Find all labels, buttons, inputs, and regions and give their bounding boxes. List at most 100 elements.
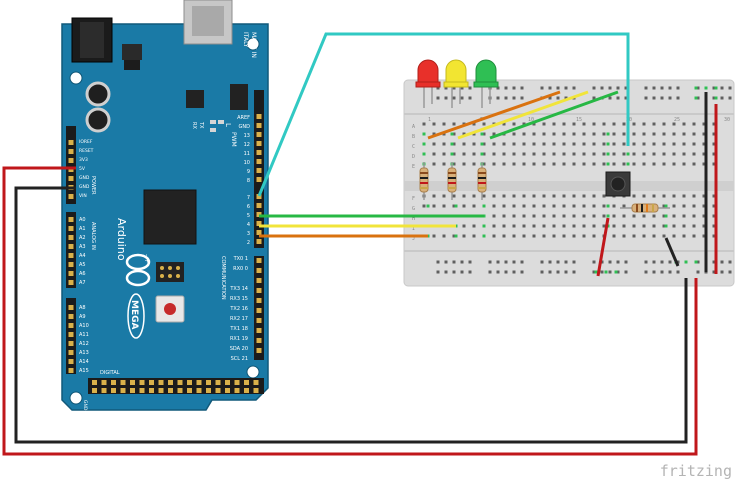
breadboard-hole: [512, 194, 516, 198]
header-pin: [256, 278, 262, 283]
breadboard-hole: [552, 214, 556, 218]
breadboard-hole: [482, 162, 486, 166]
resistor-1[interactable]: [419, 162, 429, 200]
red-led[interactable]: [415, 59, 441, 108]
wire-black-gnd[interactable]: [14, 186, 688, 444]
header-pin: [234, 380, 240, 385]
breadboard-hole: [612, 234, 616, 238]
breadboard-hole: [662, 234, 666, 238]
pwm-header-labels: AREF GND 13 12 11 10 9 8 7 6 5 4 3 2: [237, 115, 250, 246]
breadboard-hole: [612, 162, 616, 166]
breadboard-hole: [462, 194, 466, 198]
breadboard-hole: [632, 214, 636, 218]
header-pin: [256, 141, 262, 146]
rail-hole: [444, 270, 448, 274]
wire-red-5v[interactable]: [2, 166, 698, 456]
reset-button-cap[interactable]: [164, 303, 176, 315]
breadboard-hole: [622, 224, 626, 228]
jumper-red-rail[interactable]: [596, 217, 610, 277]
breadboard-hole: [472, 224, 476, 228]
breadboard-hole: [602, 132, 606, 136]
breadboard-hole: [542, 132, 546, 136]
tx-label: TX: [198, 121, 204, 129]
header-pin: [256, 318, 262, 323]
breadboard-hole: [442, 142, 446, 146]
digital-section-label: DIGITAL: [100, 370, 120, 376]
l-led: [218, 120, 224, 124]
resistor-4[interactable]: [620, 203, 670, 213]
jumper-green[interactable]: [489, 90, 619, 140]
breadboard-hole: [532, 214, 536, 218]
pin-label: 6: [247, 204, 250, 210]
usb-chip: [186, 90, 204, 108]
breadboard-hole: [512, 234, 516, 238]
voltage-regulator: [122, 44, 142, 60]
breadboard-hole: [662, 132, 666, 136]
pin-label: 9: [247, 169, 250, 175]
breadboard-hole: [682, 122, 686, 126]
resistor-3[interactable]: [477, 162, 487, 200]
breadboard-hole: [492, 162, 496, 166]
communication-section-label: COMMUNICATION: [220, 256, 226, 300]
breadboard-hole: [702, 132, 706, 136]
breadboard-hole: [502, 142, 506, 146]
breadboard-hole: [562, 194, 566, 198]
l-led-label: L: [224, 123, 232, 127]
breadboard-hole: [602, 204, 606, 208]
green-led[interactable]: [473, 59, 499, 108]
connected-hole: [482, 204, 486, 208]
pushbutton[interactable]: [605, 171, 631, 197]
rail-hole: [644, 270, 648, 274]
pin-label: A0: [79, 217, 86, 223]
col-number: 30: [724, 117, 730, 123]
header-pin: [206, 380, 211, 385]
rail-hole: [496, 260, 500, 264]
header-pin: [253, 380, 259, 385]
analog-header-pins: [68, 217, 74, 285]
wire-cyan[interactable]: [257, 32, 630, 197]
connected-hole: [606, 132, 610, 136]
header-pin: [256, 258, 262, 263]
pin-label: 3V3: [79, 157, 88, 163]
breadboard-hole: [662, 122, 666, 126]
rail-hole: [720, 260, 724, 264]
breadboard-hole: [522, 214, 526, 218]
rail-hole: [644, 260, 648, 264]
jumper-yellow[interactable]: [457, 90, 589, 140]
jumper-orange[interactable]: [427, 90, 561, 140]
breadboard-hole: [552, 142, 556, 146]
yellow-led[interactable]: [443, 59, 469, 108]
breadboard-hole: [552, 194, 556, 198]
header-pin: [196, 380, 202, 385]
pin-label: GND: [79, 175, 90, 181]
header-pin: [187, 380, 192, 385]
breadboard-hole: [472, 152, 476, 156]
resistor-2[interactable]: [447, 162, 457, 200]
rail-hole: [608, 86, 612, 90]
breadboard-hole: [452, 122, 456, 126]
header-pin: [215, 380, 221, 385]
breadboard-hole: [552, 152, 556, 156]
capacitor: [85, 107, 111, 133]
rail-hole: [592, 96, 596, 100]
gnd-label: GND: [82, 400, 88, 411]
header-pin: [256, 114, 262, 119]
rail-hole: [668, 270, 672, 274]
rail-hole: [676, 270, 680, 274]
rail-hole: [608, 96, 612, 100]
breadboard-hole: [462, 204, 466, 208]
breadboard-hole: [672, 214, 676, 218]
breadboard-hole: [582, 152, 586, 156]
header-pin: [256, 298, 262, 303]
connected-hole: [664, 224, 668, 228]
breadboard-hole: [532, 142, 536, 146]
jumper-black-rail[interactable]: [664, 237, 680, 267]
connected-hole: [626, 152, 630, 156]
breadboard-hole: [492, 152, 496, 156]
breadboard-hole: [612, 142, 616, 146]
pin-label: 5V: [79, 166, 86, 172]
breadboard-hole: [652, 224, 656, 228]
rail-hole: [460, 260, 464, 264]
breadboard-hole: [702, 142, 706, 146]
icsp-header-mid: [156, 262, 184, 282]
